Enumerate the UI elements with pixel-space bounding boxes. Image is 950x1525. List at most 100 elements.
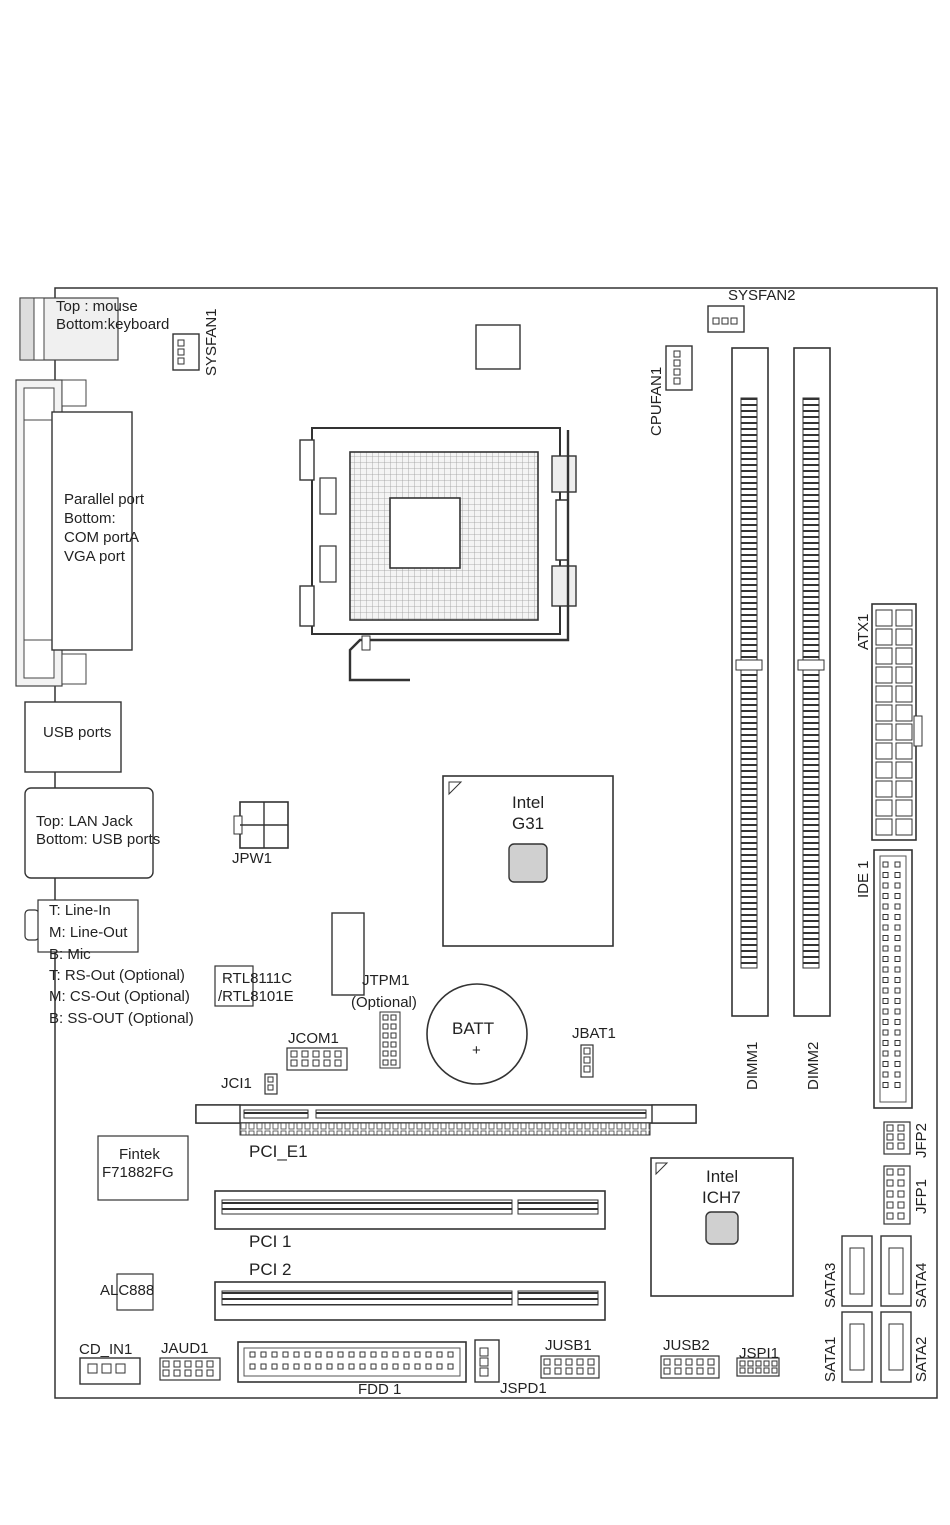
- pin: [747, 1360, 754, 1367]
- pin: [763, 1367, 770, 1374]
- pin: [763, 1360, 770, 1367]
- pin: [337, 1363, 344, 1370]
- intel-ich7-chip: [650, 1157, 794, 1297]
- ide1-connector: [873, 849, 913, 1109]
- pin: [326, 1351, 333, 1358]
- pin: [312, 1059, 320, 1067]
- pin: [282, 1363, 289, 1370]
- alc888-chip: [116, 1273, 154, 1311]
- pin: [894, 1008, 901, 1015]
- jtpm1-optional-label: (Optional): [351, 994, 417, 1011]
- jpw1-connector: [233, 801, 289, 849]
- pin: [897, 1124, 905, 1132]
- pin: [739, 1367, 746, 1374]
- pin: [271, 1351, 278, 1358]
- cpu-socket: [299, 427, 577, 682]
- audio-label-6: B: SS-OUT (Optional): [49, 1010, 194, 1027]
- pin: [875, 780, 893, 798]
- pci-e1-slot: [195, 1104, 697, 1136]
- pin: [359, 1351, 366, 1358]
- pin: [447, 1363, 454, 1370]
- audio-label-4: T: RS-Out (Optional): [49, 967, 185, 984]
- pin: [875, 799, 893, 817]
- parallel-com-vga-ports: [15, 379, 133, 687]
- pin: [895, 818, 913, 836]
- parallel-label-3: COM portA: [64, 529, 140, 546]
- pin: [348, 1363, 355, 1370]
- pin: [897, 1212, 905, 1220]
- battery: [426, 983, 528, 1085]
- jusb2-label: JUSB2: [663, 1337, 710, 1354]
- tpm-chip: [331, 912, 365, 996]
- ps2-bottom-label: Bottom:keyboard: [56, 316, 170, 333]
- pin: [882, 914, 889, 920]
- pin: [886, 1179, 894, 1187]
- audio-label-2: M: Line-Out: [49, 924, 128, 941]
- ich7-label-2: ICH7: [702, 1188, 741, 1207]
- pin: [195, 1360, 203, 1368]
- pin: [206, 1369, 214, 1377]
- rtl-label-2: /RTL8101E: [218, 988, 294, 1005]
- sysfan1-connector: [172, 333, 200, 371]
- sata2-connector: [880, 1311, 912, 1383]
- ps2-top-label: Top : mouse: [56, 298, 138, 315]
- pin: [674, 1358, 682, 1366]
- sata3-connector: [841, 1235, 873, 1307]
- pin: [414, 1363, 421, 1370]
- pin: [195, 1369, 203, 1377]
- pin: [894, 998, 901, 1004]
- pin: [875, 647, 893, 665]
- pin: [882, 1071, 889, 1078]
- pin: [895, 609, 913, 627]
- pin: [587, 1358, 595, 1366]
- pin: [425, 1351, 432, 1358]
- jpw1-label: JPW1: [232, 850, 273, 867]
- pin: [771, 1367, 778, 1374]
- pin: [755, 1360, 762, 1367]
- pin: [290, 1059, 298, 1067]
- pin: [576, 1358, 584, 1366]
- pin: [685, 1367, 693, 1375]
- jspd1-label: JSPD1: [500, 1380, 547, 1397]
- pin: [895, 647, 913, 665]
- pin: [875, 609, 893, 627]
- pin: [162, 1369, 170, 1377]
- pin: [882, 987, 889, 994]
- pin: [293, 1351, 300, 1358]
- pin: [370, 1363, 377, 1370]
- pin: [565, 1367, 573, 1375]
- pin: [381, 1363, 388, 1370]
- fdd1-label: FDD 1: [358, 1381, 402, 1398]
- lan-top-label: Top: LAN Jack: [36, 813, 133, 830]
- pci1-slot: [214, 1190, 606, 1230]
- pin: [392, 1363, 399, 1370]
- pin: [882, 935, 889, 941]
- pin: [290, 1050, 298, 1058]
- pin: [304, 1363, 311, 1370]
- pin: [359, 1363, 366, 1370]
- pin: [696, 1367, 704, 1375]
- usb-label: USB ports: [43, 724, 112, 741]
- pin: [894, 861, 901, 868]
- batt-plus-label: +: [472, 1042, 481, 1059]
- sata1-connector: [841, 1311, 873, 1383]
- pin: [184, 1369, 192, 1377]
- jcom1-label: JCOM1: [288, 1030, 339, 1047]
- dimm1-slot: [731, 347, 769, 1017]
- batt-label: BATT: [452, 1019, 495, 1038]
- pin: [886, 1168, 894, 1176]
- pin: [894, 882, 901, 889]
- lan-bottom-label: Bottom: USB ports: [36, 831, 161, 848]
- pin: [895, 742, 913, 760]
- pin: [882, 882, 889, 889]
- pin: [894, 966, 901, 973]
- alc888-label: ALC888: [100, 1282, 155, 1299]
- pin: [101, 1363, 112, 1374]
- pin: [267, 1076, 274, 1083]
- pin: [390, 1050, 397, 1057]
- ps2-port: [19, 297, 119, 361]
- pin: [685, 1358, 693, 1366]
- pin: [897, 1168, 905, 1176]
- pin: [894, 872, 901, 878]
- pin: [882, 872, 889, 878]
